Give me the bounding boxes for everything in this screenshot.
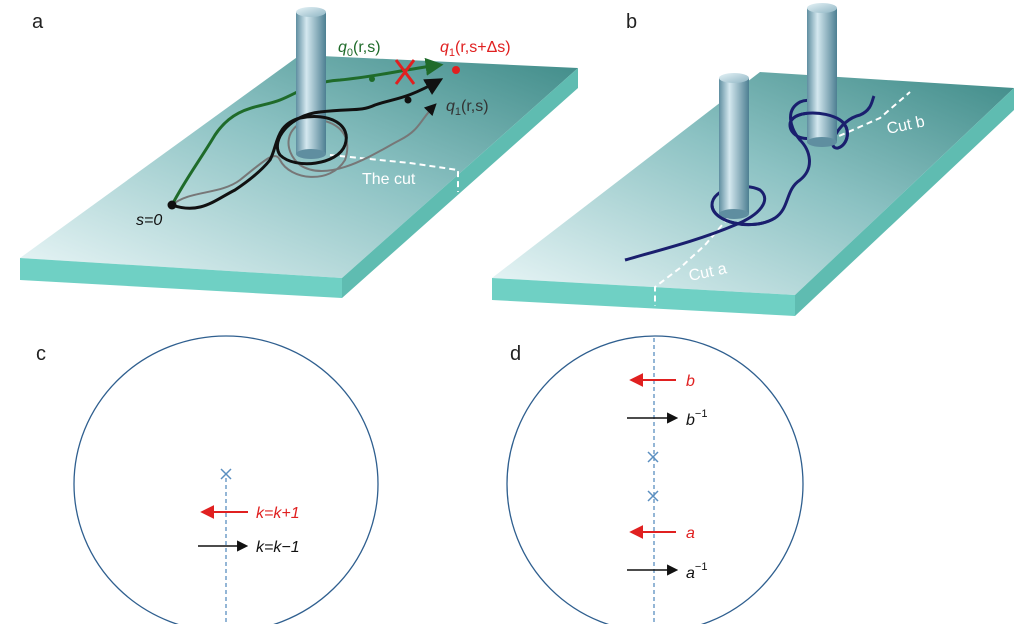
red-cross-icon [394,59,416,85]
arrow-d-b-label: b [686,373,695,390]
panel-c-letter: c [36,343,46,365]
plate-a [20,55,578,298]
plate-a-front [20,258,342,298]
cut-line-b-b [829,91,911,141]
plate-a-side [342,68,578,298]
cut-label: The cut [362,171,416,188]
green-path-q0 [170,57,444,206]
plate-a-top [20,55,578,278]
green-dot [369,76,375,82]
start-point [167,200,177,210]
label-q1-red: q1(r,s+Δs) [440,39,511,59]
label-q1-gray: q1(r,s) [446,98,489,118]
cross-marker-c [220,468,232,480]
panel-d: d b b−1 a a−1 [506,335,804,624]
black-dot [404,96,412,104]
arrow-c-black-label: k=k−1 [256,539,300,556]
plate-b-top [492,72,1014,295]
cross-marker-d-lower [647,490,659,502]
plate-b-side [795,88,1014,316]
blue-path-front-b [788,111,849,150]
panel-d-letter: d [510,343,521,365]
cut-line-a [329,154,459,192]
panel-b: b Cut a Cut b [492,3,1014,316]
arrow-d-binv-label: b−1 [686,408,707,429]
panel-b-letter: b [626,11,637,33]
circle-d [506,335,804,624]
red-target-dot [452,66,460,74]
label-q0: q0(r,s) [338,39,381,59]
black-path-q1 [171,78,444,210]
plate-b [492,72,1014,316]
panel-a: a The cut s=0 [20,7,578,298]
plate-b-front [492,278,795,316]
start-label: s=0 [136,212,162,229]
arrow-d-a-label: a [686,525,695,542]
pillar-b-right [807,3,837,147]
panel-c: c k=k+1 k=k−1 [36,335,379,624]
panel-a-letter: a [32,11,44,33]
pillar-a [296,7,326,159]
arrow-d-ainv-label: a−1 [686,561,707,582]
arrow-c-red-label: k=k+1 [256,505,300,522]
blue-path-front-a [710,204,776,227]
cross-marker-d-upper [647,451,659,463]
pillar-b-left [719,73,749,219]
circle-c [73,335,379,624]
gray-path-q1 [171,103,437,206]
